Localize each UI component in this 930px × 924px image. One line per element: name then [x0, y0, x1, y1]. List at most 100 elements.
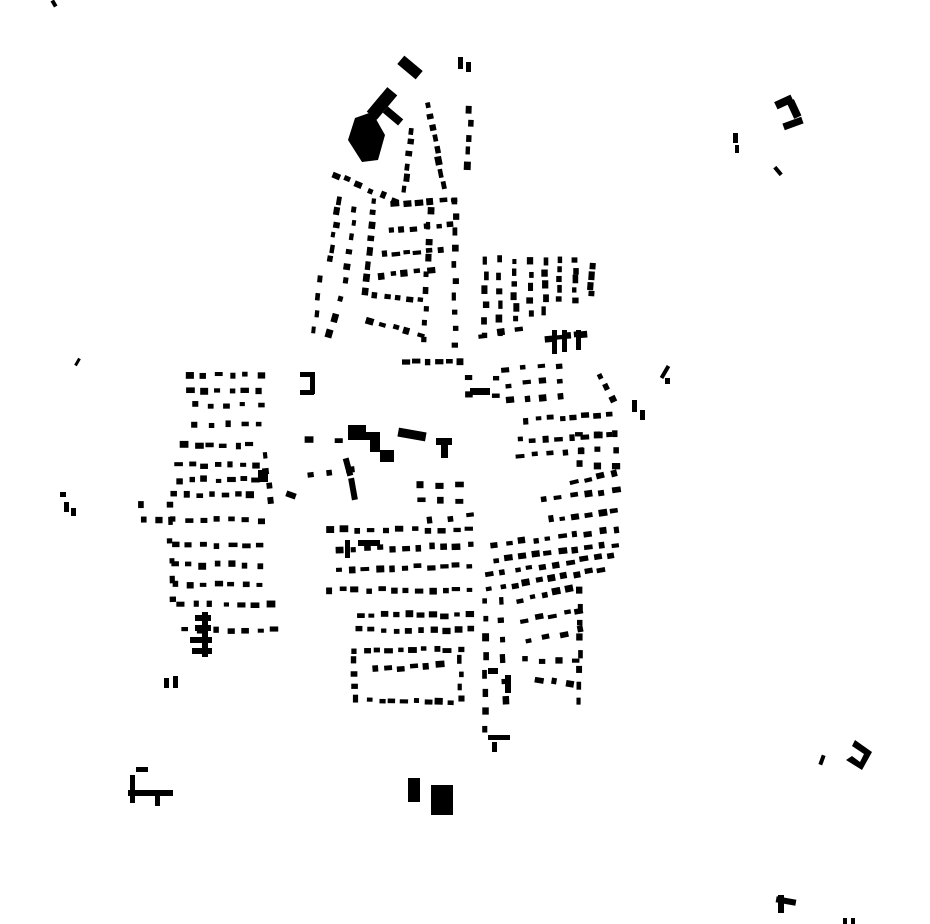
building — [169, 516, 176, 522]
building — [173, 676, 178, 688]
building — [569, 414, 577, 421]
building — [774, 94, 794, 110]
building — [497, 255, 502, 263]
building — [498, 300, 503, 309]
building — [543, 294, 549, 303]
building — [227, 628, 235, 634]
building — [235, 442, 241, 450]
building — [404, 163, 410, 171]
building — [332, 221, 341, 229]
building — [434, 155, 443, 166]
building — [491, 393, 500, 398]
building — [368, 613, 375, 618]
building — [350, 656, 357, 664]
building — [214, 371, 223, 377]
building — [258, 402, 265, 408]
building — [414, 199, 424, 207]
building — [257, 372, 266, 379]
building — [554, 436, 563, 442]
building — [425, 238, 433, 246]
building — [606, 431, 613, 438]
building — [335, 196, 342, 206]
building — [440, 564, 449, 569]
building — [314, 310, 320, 318]
building — [505, 675, 511, 693]
building — [424, 358, 431, 366]
building — [378, 586, 386, 592]
building — [496, 272, 501, 281]
building — [403, 200, 412, 208]
building — [225, 420, 231, 428]
building — [609, 507, 619, 514]
building — [357, 613, 365, 618]
building — [602, 382, 610, 392]
building — [350, 206, 357, 213]
building — [403, 173, 411, 183]
building — [443, 587, 449, 594]
building — [382, 106, 404, 126]
building — [517, 536, 526, 544]
building — [573, 571, 581, 579]
building — [437, 168, 444, 179]
building — [252, 462, 260, 469]
building — [393, 628, 400, 634]
building — [465, 105, 472, 114]
building — [190, 637, 212, 643]
building — [394, 294, 401, 301]
building — [659, 364, 671, 380]
building — [184, 561, 192, 567]
building — [136, 767, 148, 772]
building — [355, 625, 363, 632]
building — [200, 387, 209, 395]
building — [457, 654, 462, 664]
building — [533, 537, 540, 544]
building — [345, 248, 353, 255]
building — [367, 188, 374, 195]
building — [535, 576, 544, 583]
building — [351, 648, 357, 655]
building — [351, 219, 357, 226]
building — [138, 501, 144, 509]
building — [611, 463, 621, 470]
building — [484, 570, 494, 578]
building — [665, 378, 670, 384]
building — [428, 611, 438, 618]
building — [457, 683, 462, 691]
building — [583, 476, 593, 483]
building — [228, 560, 236, 567]
building — [573, 268, 579, 275]
building — [436, 438, 452, 445]
building — [525, 564, 533, 570]
building — [200, 517, 208, 523]
building — [555, 657, 563, 664]
building — [551, 561, 560, 569]
building — [463, 161, 471, 171]
building — [565, 679, 575, 688]
building — [551, 586, 562, 596]
building — [337, 295, 344, 303]
building — [381, 628, 387, 633]
building — [412, 358, 421, 364]
building — [576, 697, 581, 705]
building — [427, 206, 435, 215]
building — [227, 581, 235, 587]
building — [326, 469, 333, 476]
building — [451, 587, 461, 592]
building — [235, 491, 242, 497]
building — [213, 516, 220, 522]
building — [531, 550, 541, 558]
building — [440, 613, 449, 620]
building — [384, 293, 392, 300]
building — [547, 613, 558, 620]
building — [538, 658, 546, 664]
building — [239, 402, 245, 407]
building — [166, 538, 173, 544]
building — [412, 526, 419, 531]
building — [576, 460, 583, 467]
building — [420, 646, 427, 651]
building — [632, 400, 637, 412]
building — [240, 462, 247, 467]
building — [255, 542, 264, 548]
building — [332, 206, 341, 216]
building — [214, 461, 222, 467]
